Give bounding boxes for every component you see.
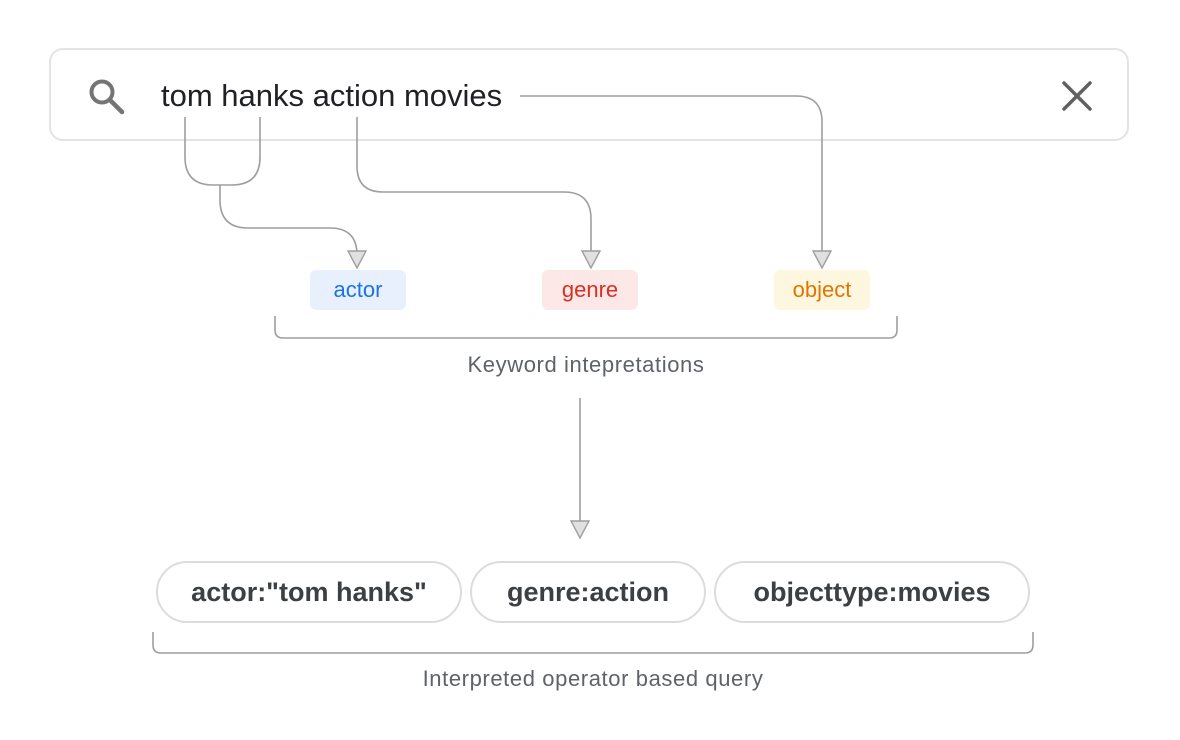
tag-object: object — [774, 270, 870, 310]
search-box[interactable]: tom hanks action movies — [49, 48, 1129, 141]
tag-actor: actor — [310, 270, 406, 310]
arrowhead-actor — [346, 250, 368, 270]
arrowhead-genre — [580, 250, 602, 270]
connector-actor — [219, 185, 358, 256]
caption-keyword-interpretations: Keyword intepretations — [467, 352, 705, 377]
query-chip-genre[interactable]: genre:action — [470, 561, 706, 623]
query-chip-actor[interactable]: actor:"tom hanks" — [156, 561, 462, 623]
query-chip-objecttype[interactable]: objecttype:movies — [714, 561, 1030, 623]
bracket-query — [152, 632, 1034, 654]
search-input[interactable]: tom hanks action movies — [161, 78, 503, 113]
bracket-keywords — [274, 316, 898, 339]
tag-genre: genre — [542, 270, 638, 310]
arrowhead-query — [569, 520, 591, 540]
arrowhead-object — [811, 250, 833, 270]
close-icon[interactable] — [1059, 78, 1095, 114]
search-icon[interactable] — [87, 77, 127, 117]
caption-operator-query: Interpreted operator based query — [422, 666, 764, 691]
